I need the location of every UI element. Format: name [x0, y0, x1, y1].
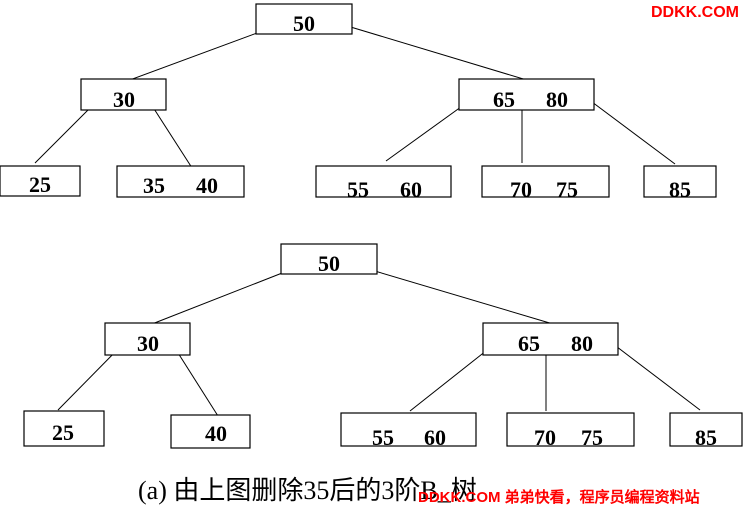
- key: 55: [347, 177, 369, 202]
- key: 50: [318, 251, 340, 276]
- tree-before: 50 30 65 80 25 35 40 55 60 70 75: [0, 3, 717, 202]
- key: 25: [29, 172, 51, 197]
- leaf-85: 85: [643, 165, 717, 202]
- key: 80: [546, 87, 568, 112]
- key: 55: [372, 425, 394, 450]
- leaf-70-75: 70 75: [481, 165, 610, 202]
- node-65-80: 65 80: [458, 78, 595, 112]
- node-30: 30: [80, 78, 167, 112]
- watermark-bottom: DDKK.COM 弟弟快看，程序员编程资料站: [418, 489, 700, 506]
- leaf-55-60: 55 60: [315, 165, 452, 202]
- edge-root-right: [333, 21, 531, 82]
- edge-root-right: [357, 265, 554, 325]
- edge-65-55-60: [409, 342, 497, 412]
- node-30: 30: [104, 322, 191, 356]
- edge-30-40: [172, 344, 219, 417]
- leaf-70-75: 70 75: [506, 412, 635, 450]
- key: 70: [534, 425, 556, 450]
- leaf-35-40: 35 40: [116, 165, 245, 198]
- edge-root-left: [126, 25, 277, 82]
- key: 75: [581, 425, 603, 450]
- key: 65: [493, 87, 515, 112]
- key: 25: [52, 420, 74, 445]
- edge-80-85: [579, 92, 676, 165]
- leaf-25: 25: [23, 410, 105, 447]
- key: 65: [518, 331, 540, 356]
- leaf-40: 40: [170, 414, 251, 449]
- key: 75: [556, 177, 578, 202]
- key: 85: [695, 425, 717, 450]
- key: 50: [293, 11, 315, 36]
- watermark-top: DDKK.COM: [651, 4, 739, 21]
- key: 40: [196, 173, 218, 198]
- leaf-55-60: 55 60: [340, 412, 477, 450]
- key: 35: [143, 173, 165, 198]
- key: 70: [510, 177, 532, 202]
- key: 40: [205, 421, 227, 446]
- figure-caption: (a) 由上图删除35后的3阶B_树: [138, 476, 477, 505]
- edge-30-25: [57, 344, 123, 411]
- edge-root-left: [151, 265, 301, 325]
- leaf-85: 85: [669, 412, 743, 450]
- node-root: 50: [255, 3, 353, 36]
- node-root: 50: [280, 243, 378, 276]
- edge-65-55-60: [385, 98, 473, 162]
- edge-80-85: [603, 336, 701, 411]
- key: 60: [424, 425, 446, 450]
- leaf-25: 25: [0, 165, 81, 197]
- key: 60: [400, 177, 422, 202]
- edge-30-25: [34, 100, 98, 164]
- key: 30: [137, 331, 159, 356]
- key: 30: [113, 87, 135, 112]
- key: 85: [669, 177, 691, 202]
- tree-after: 50 30 65 80 25 40 55 60 70 75: [23, 243, 743, 450]
- node-65-80: 65 80: [482, 322, 619, 356]
- edge-30-35-40: [148, 100, 195, 172]
- key: 80: [571, 331, 593, 356]
